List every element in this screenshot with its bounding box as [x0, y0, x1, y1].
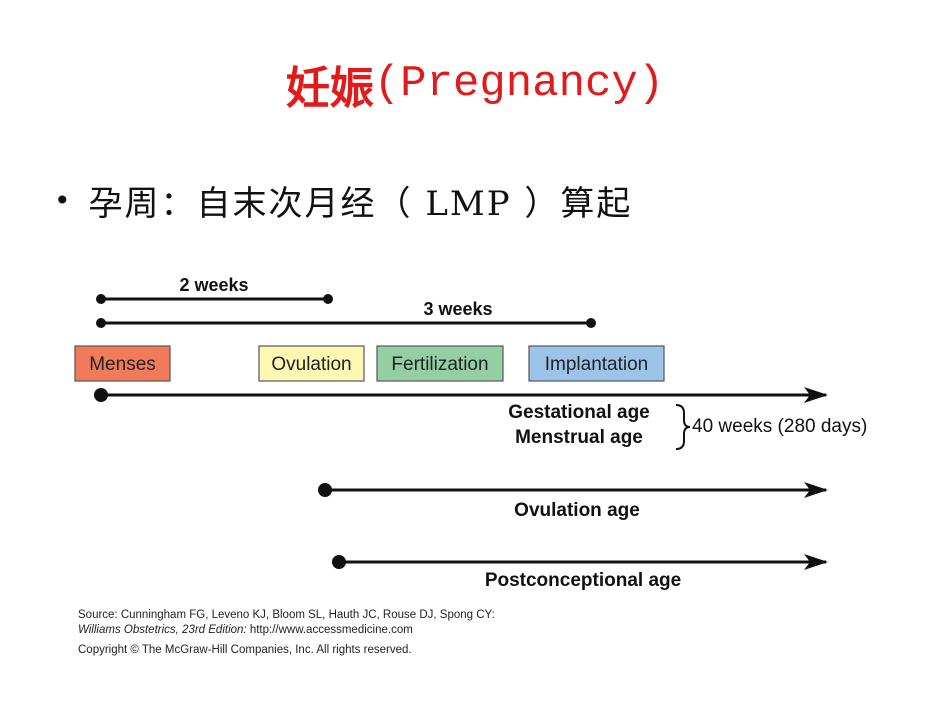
timeline-gestational-age: Gestational age Menstrual age 40 weeks (…: [94, 387, 867, 450]
bullet-icon: •: [54, 183, 71, 217]
span-label-2-weeks: 2 weeks: [179, 275, 248, 295]
bullet-item: • 孕周：自末次月经（ LMP ）算起: [54, 172, 632, 228]
span-end-dot: [586, 318, 596, 328]
copyright-notice: Copyright © The McGraw-Hill Companies, I…: [78, 644, 412, 656]
event-implantation: Implantation: [528, 345, 665, 382]
title-english: (Pregnancy): [373, 59, 665, 109]
source-citation: Source: Cunningham FG, Leveno KJ, Bloom …: [78, 608, 778, 658]
timeline-label-gestational-age: Gestational age: [508, 402, 650, 423]
source-line-2: Williams Obstetrics, 23rd Edition: http:…: [78, 623, 778, 638]
span-start-dot: [96, 318, 106, 328]
span-start-dot: [96, 294, 106, 304]
timeline-ovulation-age: Ovulation age: [318, 482, 828, 521]
event-fertilization: Fertilization: [376, 345, 504, 382]
timeline-label-menstrual-age: Menstrual age: [515, 427, 643, 448]
event-box-implantation: [528, 345, 665, 382]
span-3-weeks: 3 weeks: [96, 299, 596, 328]
event-label-menses: Menses: [89, 354, 156, 375]
event-box-fertilization: [376, 345, 504, 382]
source-book-title: Williams Obstetrics, 23rd Edition:: [78, 624, 247, 636]
span-end-dot: [323, 294, 333, 304]
timeline-postconceptional-age: Postconceptional age: [332, 554, 828, 591]
brace-icon: [675, 404, 691, 450]
pregnancy-dating-diagram: 2 weeks 3 weeks Menses Ovulation Fertili…: [74, 275, 867, 591]
event-label-fertilization: Fertilization: [391, 354, 488, 375]
bracket-label: 40 weeks (280 days): [692, 416, 867, 437]
event-label-implantation: Implantation: [545, 354, 649, 375]
source-url: http://www.accessmedicine.com: [246, 624, 413, 636]
source-line-1: Source: Cunningham FG, Leveno KJ, Bloom …: [78, 609, 495, 621]
span-label-3-weeks: 3 weeks: [423, 299, 492, 319]
event-label-ovulation: Ovulation: [271, 354, 351, 375]
event-box-menses: [74, 345, 171, 382]
slide-title: 妊娠(Pregnancy): [0, 52, 950, 132]
span-2-weeks: 2 weeks: [96, 275, 333, 304]
event-ovulation: Ovulation: [258, 345, 365, 382]
title-chinese: 妊娠: [285, 63, 374, 114]
bullet-text: 孕周：自末次月经（ LMP ）算起: [88, 183, 633, 224]
timeline-label-postconceptional-age: Postconceptional age: [485, 570, 681, 591]
event-box-ovulation: [258, 345, 365, 382]
timeline-label-ovulation-age: Ovulation age: [514, 500, 640, 521]
event-menses: Menses: [74, 345, 171, 382]
